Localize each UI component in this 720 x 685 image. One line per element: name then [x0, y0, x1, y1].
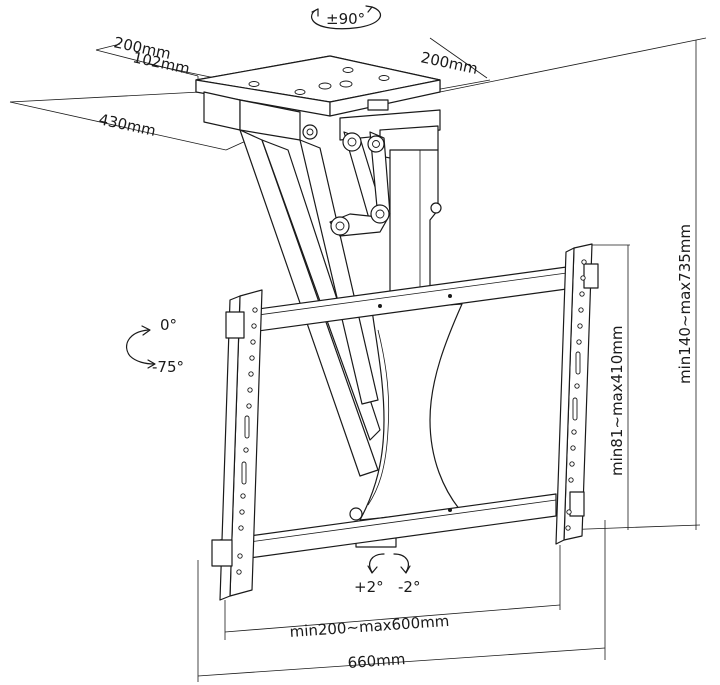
- overall-width-label: 660mm: [347, 650, 406, 672]
- left-bracket-holes: [236, 307, 258, 575]
- horizontal-hole-range-label: min200~max600mm: [289, 612, 450, 641]
- tilt-bottom-label: -75°: [152, 358, 184, 376]
- vertical-hole-range-label: min81~max410mm: [608, 326, 626, 476]
- drop-depth-label: 430mm: [97, 110, 157, 140]
- rotation-arrow-icon: [311, 5, 382, 30]
- rotation-label: ±90°: [326, 10, 365, 28]
- tilt-top-label: 0°: [160, 316, 177, 334]
- level-adjust-arrows-icon: [367, 553, 411, 574]
- tilt-arrow-icon: [126, 325, 156, 369]
- ceiling-plate-depth-label: 200mm: [419, 48, 479, 78]
- height-range-label: min140~max735mm: [676, 224, 694, 384]
- right-vertical-bracket: [555, 243, 599, 545]
- right-bracket-holes: [565, 259, 587, 531]
- left-vertical-bracket: [211, 289, 263, 601]
- ceiling-plate: [195, 55, 441, 161]
- dimension-lines: [9, 37, 707, 682]
- level-plus-label: +2°: [354, 578, 384, 596]
- level-minus-label: -2°: [398, 578, 420, 596]
